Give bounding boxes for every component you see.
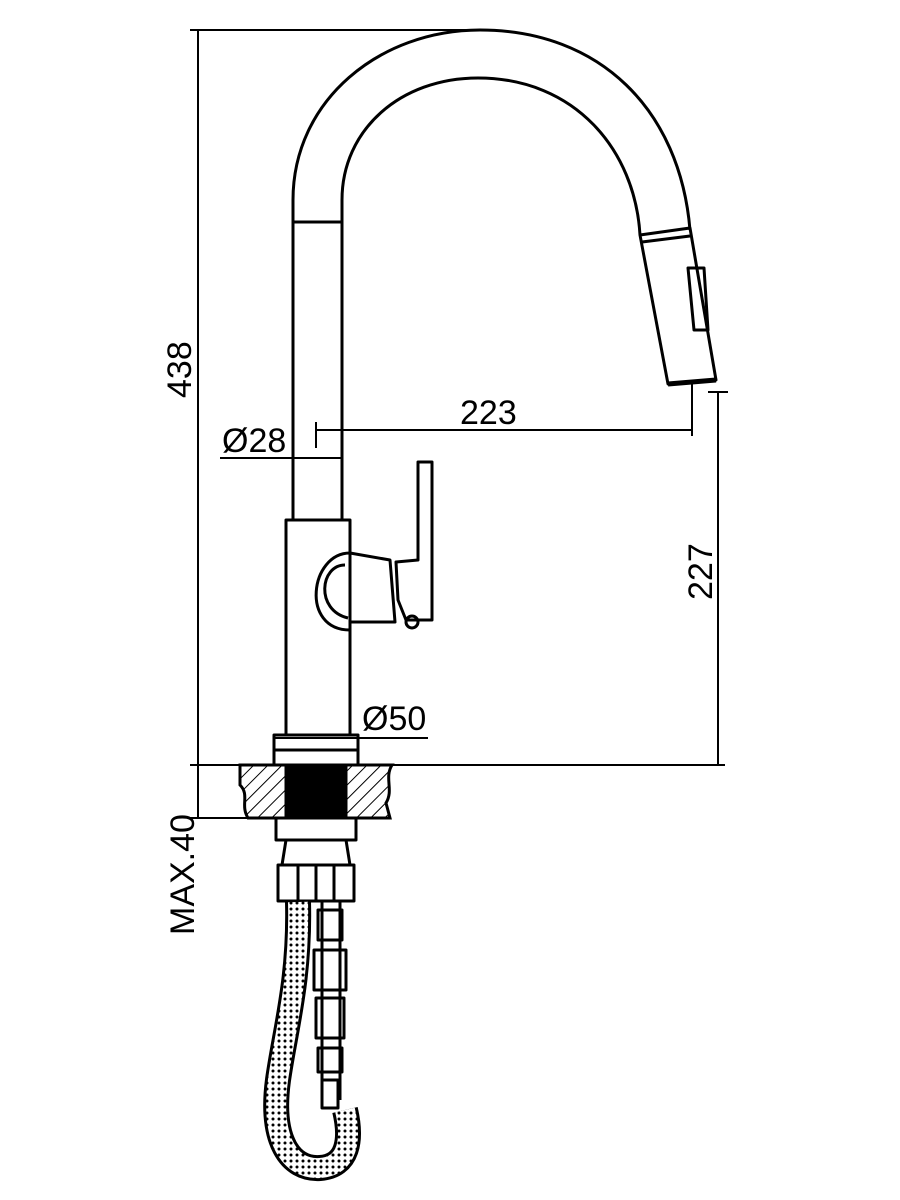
dim-max-counter: MAX.40 (164, 814, 202, 935)
faucet-outline (272, 28, 718, 1110)
countertop-section (238, 763, 395, 820)
counter-right (344, 763, 395, 820)
handle-hub (314, 551, 351, 632)
handle-lever (394, 460, 434, 622)
counter-left (238, 763, 288, 820)
dim-total-height: 438 (161, 341, 199, 398)
dim-spout-diameter: Ø28 (222, 422, 286, 460)
dim-base-diameter: Ø50 (362, 700, 426, 738)
threaded-shank (284, 763, 348, 820)
dimension-lines (190, 29, 728, 819)
spray-button (686, 266, 710, 332)
dim-spout-height: 227 (682, 543, 720, 600)
spray-head (638, 226, 718, 386)
shank-nut (274, 816, 358, 842)
spout-outer (291, 28, 692, 231)
dim-spout-reach: 223 (460, 394, 517, 432)
spout-inner (340, 76, 642, 236)
